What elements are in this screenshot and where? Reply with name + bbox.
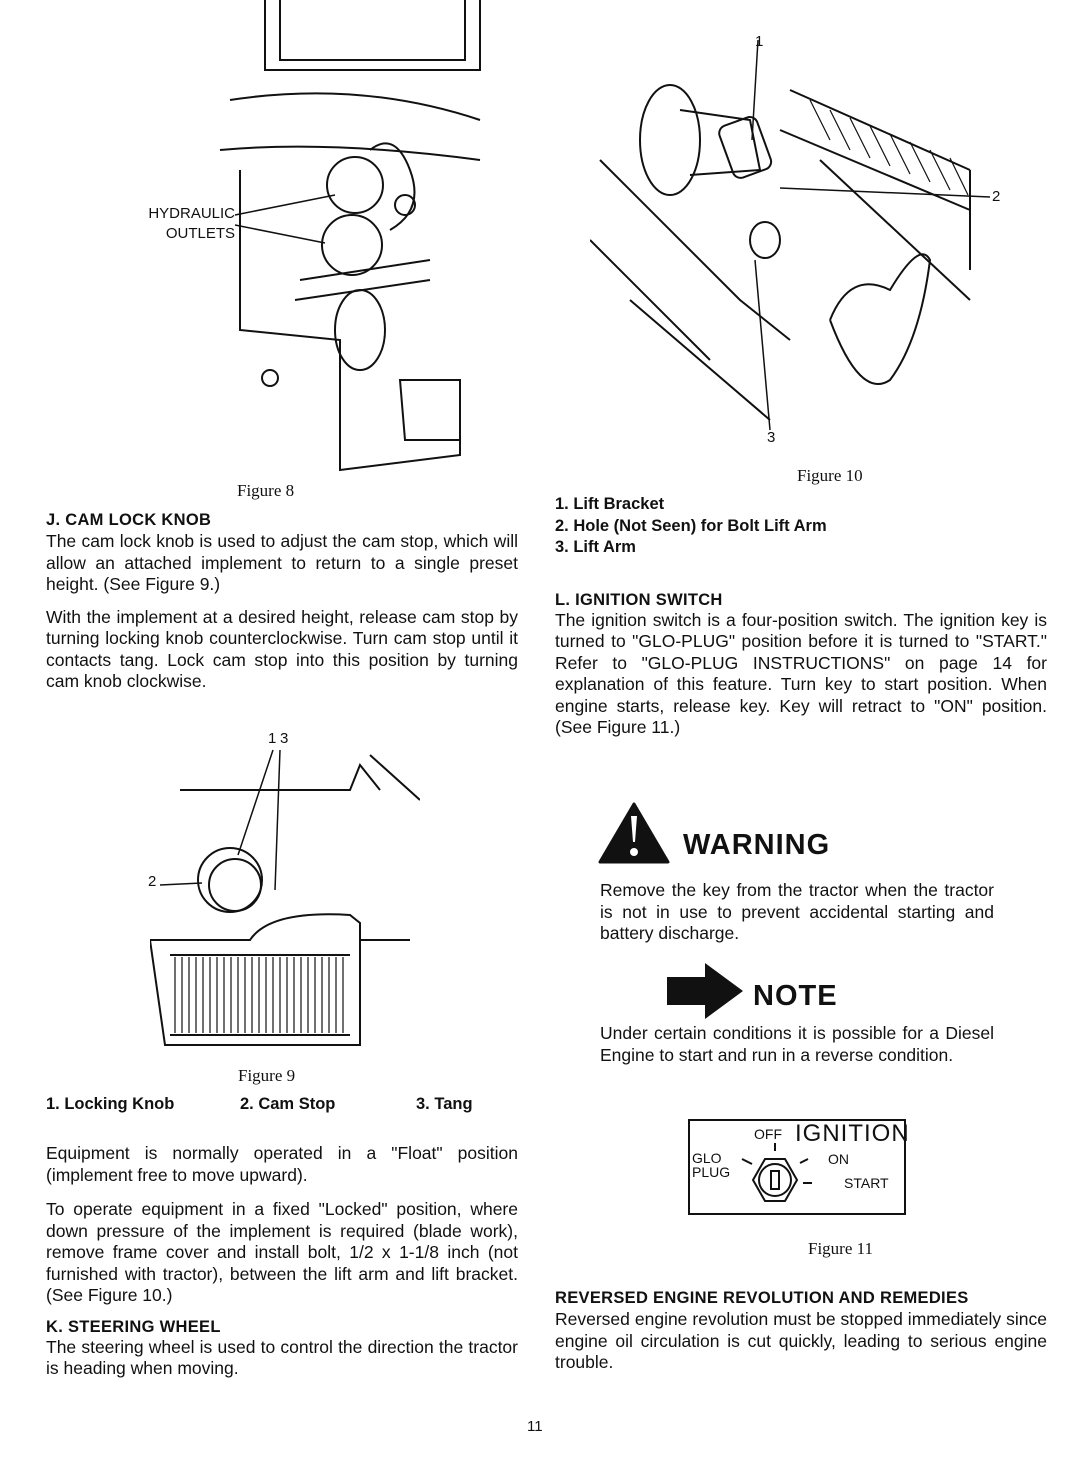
- figure-9-callout-3: 3: [280, 730, 289, 747]
- figure-9-illustration: [150, 749, 420, 1046]
- ignition-switch-diagram: OFF IGNITION GLO PLUG ON START: [688, 1119, 909, 1215]
- key-slot-icon: [741, 1143, 812, 1202]
- figure-9-callout-1: 1: [268, 730, 277, 747]
- section-j-heading: J. CAM LOCK KNOB: [46, 511, 212, 529]
- figure-8-caption: Figure 8: [237, 481, 295, 500]
- section-k-para: The steering wheel is used to control th…: [46, 1336, 518, 1379]
- note-arrow-icon: [667, 963, 743, 1019]
- note-text: Under certain conditions it is possible …: [600, 1023, 994, 1065]
- figure-9-caption: Figure 9: [238, 1066, 296, 1085]
- figure-10-legend-2: 2. Hole (Not Seen) for Bolt Lift Arm: [555, 516, 827, 535]
- section-j-para2: With the implement at a desired height, …: [46, 606, 518, 692]
- figure-10-illustration: [590, 40, 990, 431]
- figure-9-callout-2: 2: [148, 873, 157, 890]
- ignition-glo-label: GLO: [692, 1150, 722, 1166]
- ignition-title: IGNITION: [795, 1120, 910, 1147]
- reversed-heading: REVERSED ENGINE REVOLUTION AND REMEDIES: [555, 1289, 969, 1307]
- section-l-para: The ignition switch is a four-position s…: [555, 609, 1047, 738]
- figure-10-legend-1: 1. Lift Bracket: [555, 495, 665, 513]
- ignition-off-label: OFF: [754, 1126, 782, 1142]
- ignition-on-label: ON: [828, 1151, 849, 1167]
- page-number: 11: [527, 1418, 543, 1435]
- figure-9-legend-3: 3. Tang: [416, 1095, 473, 1113]
- reversed-para: Reversed engine revolution must be stopp…: [555, 1309, 1047, 1372]
- figure-10-legend-3: 3. Lift Arm: [555, 538, 636, 556]
- figure-11-caption: Figure 11: [808, 1239, 874, 1258]
- note-title: NOTE: [753, 980, 838, 1012]
- figure-10-callout-2: 2: [992, 188, 1001, 205]
- right-body: 1. Lift Bracket 2. Hole (Not Seen) for B…: [555, 494, 1047, 739]
- figure-9-legend-2: 2. Cam Stop: [240, 1095, 336, 1113]
- float-paragraph: Equipment is normally operated in a "Flo…: [46, 1143, 518, 1185]
- ignition-plug-label: PLUG: [692, 1164, 731, 1180]
- ignition-start-label: START: [844, 1175, 889, 1191]
- hydraulic-outlets-label: HYDRAULIC OUTLETS: [148, 205, 235, 242]
- section-j: J. CAM LOCK KNOB The cam lock knob is us…: [46, 511, 518, 693]
- figure-9-legend-1: 1. Locking Knob: [46, 1095, 175, 1113]
- warning-title: WARNING: [683, 829, 831, 861]
- warning-text: Remove the key from the tractor when the…: [600, 880, 994, 943]
- figure-10-callout-1: 1: [755, 33, 764, 50]
- section-l-heading: L. IGNITION SWITCH: [555, 590, 723, 609]
- figure-8-illustration: [219, 0, 481, 472]
- section-j-para1: The cam lock knob is used to adjust the …: [46, 531, 518, 594]
- figure-10-callout-3: 3: [767, 429, 776, 446]
- figure-10-caption: Figure 10: [797, 466, 863, 485]
- left-body: Equipment is normally operated in a "Flo…: [46, 1143, 518, 1380]
- locked-paragraph: To operate equipment in a fixed "Locked"…: [46, 1199, 518, 1305]
- warning-triangle-icon: [598, 802, 670, 864]
- reversed-section: REVERSED ENGINE REVOLUTION AND REMEDIES …: [555, 1288, 1047, 1374]
- section-k-heading: K. STEERING WHEEL: [46, 1317, 221, 1336]
